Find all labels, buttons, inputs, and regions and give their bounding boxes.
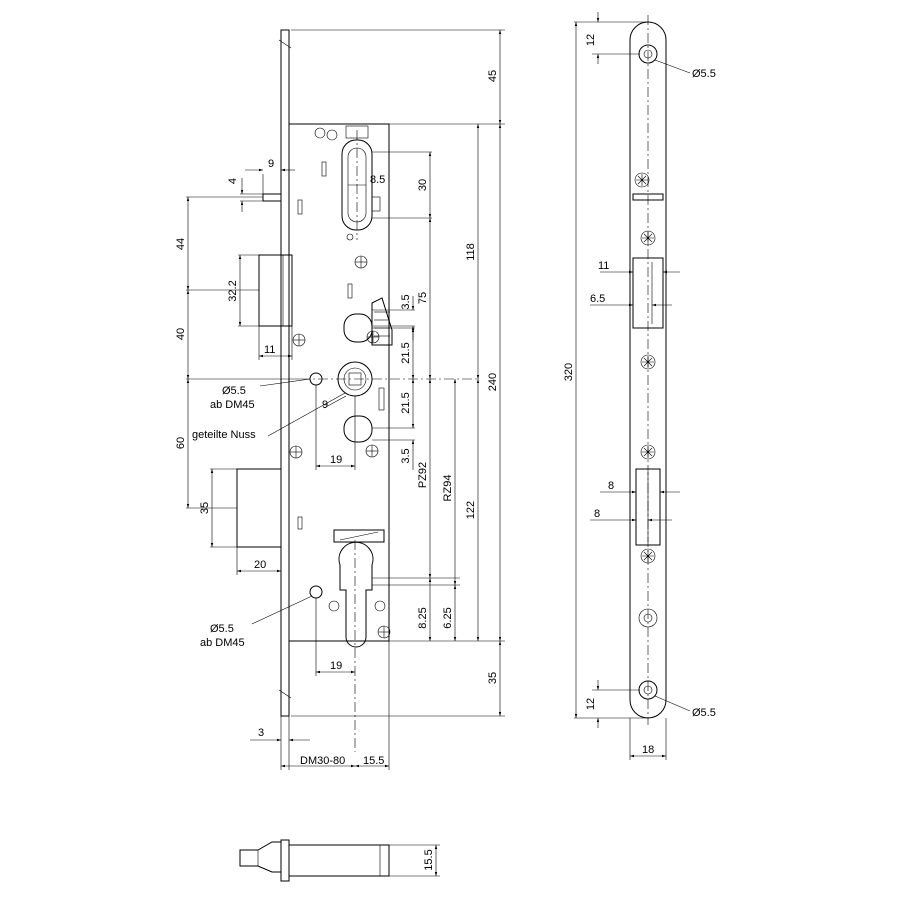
dim-40: 40 bbox=[175, 328, 187, 340]
dim-3-5-upper: 3.5 bbox=[400, 294, 412, 309]
dim-3: 3 bbox=[258, 727, 264, 739]
dim-21-5-b: 21.5 bbox=[400, 392, 412, 413]
dim-20: 20 bbox=[254, 559, 266, 571]
dim-122: 122 bbox=[465, 501, 477, 519]
bottom-latch bbox=[239, 841, 282, 873]
dim-21-5-a: 21.5 bbox=[400, 342, 412, 363]
dim-11-fp: 11 bbox=[598, 260, 609, 272]
dim-35-bottom: 35 bbox=[487, 672, 499, 684]
dim-4: 4 bbox=[227, 178, 239, 184]
latch-bolt bbox=[262, 193, 282, 202]
lock-case bbox=[288, 123, 390, 642]
bolt-opening bbox=[635, 468, 661, 546]
dim-240: 240 bbox=[487, 373, 499, 391]
dim-32-2: 32.2 bbox=[227, 280, 239, 301]
faceplate-dimensions bbox=[574, 12, 691, 760]
dim-12-top: 12 bbox=[585, 34, 597, 46]
dim-3-5-lower: 3.5 bbox=[400, 448, 412, 463]
dim-35-side: 35 bbox=[199, 502, 211, 514]
dim-75: 75 bbox=[417, 292, 429, 304]
bottom-case bbox=[288, 844, 390, 877]
note-nuss: geteilte Nuss bbox=[192, 429, 256, 441]
dim-6-5: 6.5 bbox=[590, 293, 605, 305]
dim-pz92: PZ92 bbox=[417, 462, 429, 488]
lower-bolt bbox=[236, 468, 282, 548]
front-labels: 9 4 8.5 30 44 32.2 40 11 3.5 75 118 21.5… bbox=[175, 70, 499, 767]
note-hole-upper-sub: ab DM45 bbox=[210, 399, 255, 411]
dim-19-a: 19 bbox=[330, 454, 342, 466]
faceplate-view bbox=[629, 15, 667, 725]
cylinder-cutout bbox=[338, 541, 374, 648]
dim-320: 320 bbox=[563, 363, 575, 381]
dim-8-b: 8 bbox=[594, 508, 600, 520]
dim-11: 11 bbox=[264, 344, 275, 356]
dim-dia-bottom: Ø5.5 bbox=[692, 707, 716, 719]
dim-rz94: RZ94 bbox=[442, 475, 454, 502]
dim-12-bottom: 12 bbox=[585, 698, 597, 710]
dim-19-b: 19 bbox=[330, 660, 342, 672]
dim-dia-top: Ø5.5 bbox=[692, 68, 716, 80]
dim-44: 44 bbox=[175, 238, 187, 250]
front-view bbox=[236, 29, 480, 752]
dim-6-25: 6.25 bbox=[442, 607, 454, 628]
dim-118: 118 bbox=[465, 243, 477, 261]
dim-8-5: 8.5 bbox=[370, 174, 385, 186]
forend-strip bbox=[280, 29, 290, 717]
dim-15-5-bottom: 15.5 bbox=[423, 849, 435, 870]
note-hole-upper: Ø5.5 bbox=[222, 385, 246, 397]
upper-bolt bbox=[258, 254, 293, 327]
faceplate-labels: 12 Ø5.5 320 11 6.5 8 8 12 Ø5.5 18 bbox=[563, 34, 716, 756]
dim-30: 30 bbox=[417, 179, 429, 191]
dim-45: 45 bbox=[487, 70, 499, 82]
dim-9-top: 9 bbox=[268, 158, 274, 170]
note-hole-lower-sub: ab DM45 bbox=[200, 637, 245, 649]
latch-opening bbox=[632, 257, 664, 329]
screw-symbols bbox=[289, 255, 391, 639]
bottom-view: 15.5 bbox=[239, 839, 440, 882]
dim-8-a: 8 bbox=[608, 480, 614, 492]
dim-15-5: 15.5 bbox=[363, 755, 384, 767]
dim-60: 60 bbox=[175, 437, 187, 449]
dim-18: 18 bbox=[642, 744, 654, 756]
dim-9-mid: 9 bbox=[322, 399, 328, 411]
front-dimensions bbox=[186, 29, 505, 770]
note-hole-lower: Ø5.5 bbox=[210, 623, 234, 635]
dim-8-25: 8.25 bbox=[417, 607, 429, 628]
dim-dm30-80: DM30-80 bbox=[300, 755, 345, 767]
